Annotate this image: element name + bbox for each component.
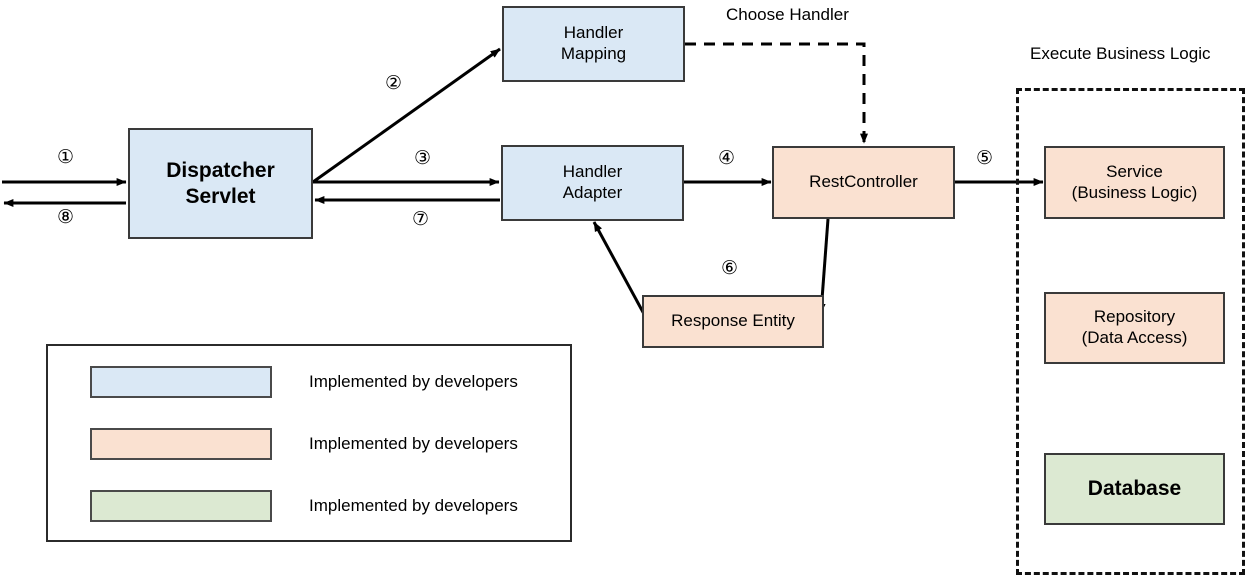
legend-panel: Implemented by developers Implemented by… [46,344,572,542]
node-dispatcher-servlet-label: Dispatcher Servlet [166,158,275,208]
node-repository[interactable]: Repository (Data Access) [1044,292,1225,364]
legend-swatch-peach [90,428,272,460]
step-marker-4: ④ [718,148,736,169]
node-rest-controller-label: RestController [809,172,918,192]
node-service[interactable]: Service (Business Logic) [1044,146,1225,219]
step-marker-6: ⑥ [721,258,739,279]
legend-label-peach: Implemented by developers [309,434,518,453]
legend-row-peach: Implemented by developers [90,428,518,460]
step-marker-7: ⑦ [412,209,430,230]
node-handler-mapping-label: Handler Mapping [560,23,627,63]
legend-swatch-green [90,490,272,522]
node-database[interactable]: Database [1044,453,1225,525]
node-database-label: Database [1087,477,1182,501]
node-repository-label: Repository (Data Access) [1081,307,1188,347]
node-handler-adapter-label: Handler Adapter [562,162,623,202]
node-response-entity-label: Response Entity [671,311,795,331]
node-service-label: Service (Business Logic) [1071,161,1198,202]
step-marker-5: ⑤ [976,148,994,169]
legend-row-blue: Implemented by developers [90,366,518,398]
step-marker-2: ② [385,73,403,94]
edge-dispatcher-to-handler-mapping [312,47,501,184]
caption-choose-handler: Choose Handler [726,5,849,24]
node-handler-adapter[interactable]: Handler Adapter [501,145,684,221]
legend-label-blue: Implemented by developers [309,372,518,391]
node-dispatcher-servlet[interactable]: Dispatcher Servlet [128,128,313,239]
node-handler-mapping[interactable]: Handler Mapping [502,6,685,82]
legend-swatch-blue [90,366,272,398]
edge-response-entity-to-handler-adapter [592,221,646,315]
caption-execute-business-logic: Execute Business Logic [1030,44,1211,63]
legend-row-green: Implemented by developers [90,490,518,522]
step-marker-1: ① [57,147,75,168]
edge-choose-handler [685,42,868,144]
group-business-logic [1016,88,1245,575]
step-marker-3: ③ [414,148,432,169]
node-response-entity[interactable]: Response Entity [642,295,824,348]
legend-label-green: Implemented by developers [309,496,518,515]
step-marker-8: ⑧ [57,207,75,228]
node-rest-controller[interactable]: RestController [772,146,955,219]
